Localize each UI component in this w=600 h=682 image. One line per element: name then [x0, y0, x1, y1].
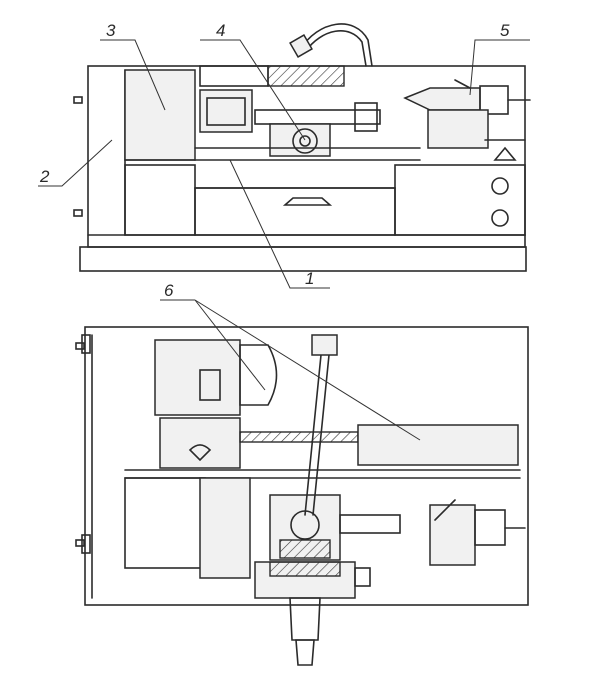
label-1: 1	[305, 269, 314, 288]
cross-slide-handwheel	[289, 597, 321, 641]
door-handle	[282, 197, 333, 206]
plan-view	[75, 326, 529, 666]
carriage-front	[254, 109, 381, 125]
lever-knob	[311, 334, 338, 356]
headstock-front	[124, 69, 196, 161]
label-5: 5	[500, 21, 510, 40]
headstock-plan	[159, 417, 241, 469]
control-knob-lower	[491, 209, 509, 227]
handwheel-front	[292, 128, 318, 154]
label-3: 3	[106, 21, 116, 40]
lamp-head	[289, 34, 313, 58]
tailstock-plan	[429, 504, 476, 566]
drive-shaft	[239, 431, 359, 443]
control-knob-upper	[491, 177, 509, 195]
label-6: 6	[164, 281, 174, 300]
front-view	[73, 23, 531, 272]
cabinet-plan	[84, 326, 529, 606]
label-4: 4	[216, 21, 225, 40]
lever-rod	[304, 344, 323, 516]
top-cover-front	[267, 65, 345, 87]
base-plate	[79, 246, 527, 272]
tailstock-front	[403, 87, 481, 111]
control-panel	[394, 164, 526, 236]
callouts: 3 4 5 2 1 6	[38, 21, 530, 441]
motor-housing	[154, 339, 241, 416]
label-2: 2	[39, 167, 50, 186]
